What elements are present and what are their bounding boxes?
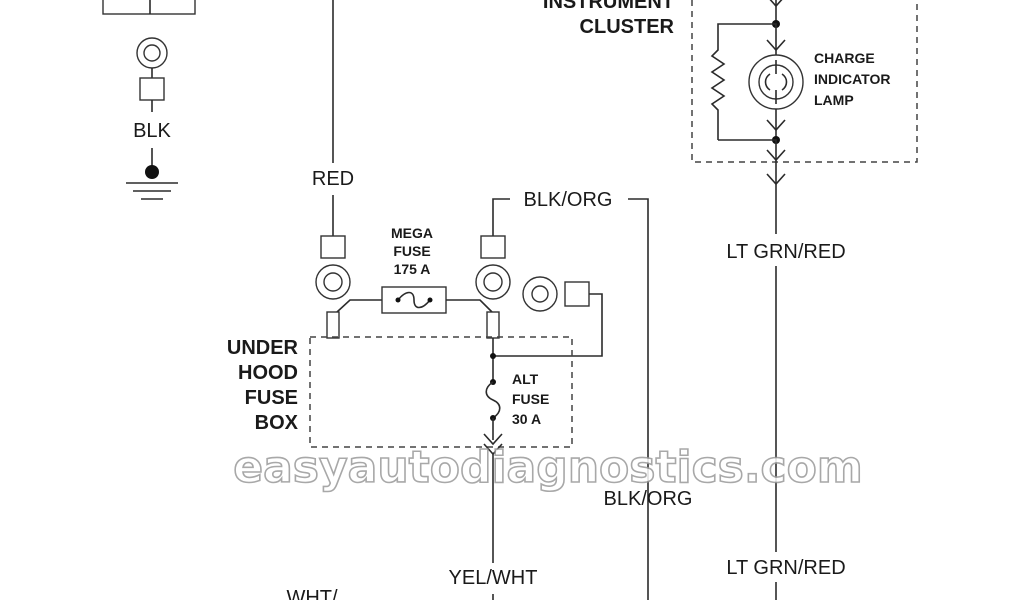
- label-alt-rating: 30 A: [512, 411, 541, 427]
- ring-terminal-side: [493, 276, 603, 357]
- ground-symbol: [126, 148, 178, 200]
- label-alt-fuse: FUSE: [512, 391, 549, 407]
- charge-indicator-circuit: [710, 0, 804, 600]
- ground-ring-terminal: [136, 37, 168, 112]
- ring-terminal-left: [315, 235, 351, 300]
- label-fuse-box-fuse: FUSE: [245, 387, 298, 409]
- label-lt-grn-red-bottom: LT GRN/RED: [726, 557, 845, 579]
- label-lt-grn-red-top: LT GRN/RED: [726, 241, 845, 263]
- mega-fuse: [326, 286, 500, 339]
- label-blk-org-top: BLK/ORG: [524, 189, 613, 211]
- label-mega-fuse: FUSE: [393, 243, 430, 259]
- label-under: UNDER: [227, 337, 299, 359]
- label-mega: MEGA: [391, 225, 433, 241]
- alt-fuse: [483, 338, 503, 563]
- label-hood: HOOD: [238, 362, 298, 384]
- label-indicator: INDICATOR: [814, 71, 890, 87]
- label-blk: BLK: [133, 120, 171, 142]
- label-alt: ALT: [512, 371, 539, 387]
- label-box: BOX: [255, 412, 299, 434]
- label-mega-rating: 175 A: [394, 261, 431, 277]
- blk-org-upper-wire: [492, 198, 649, 600]
- label-blk-org-bottom: BLK/ORG: [604, 488, 693, 510]
- watermark-text: easyautodiagnostics.com: [233, 442, 862, 493]
- label-yel-wht: YEL/WHT: [449, 567, 538, 589]
- label-red: RED: [312, 168, 354, 190]
- top-left-connector: [102, 0, 196, 15]
- label-wht: WHT/: [286, 587, 338, 600]
- ring-terminal-right: [475, 235, 511, 300]
- label-cluster: CLUSTER: [580, 16, 675, 38]
- label-charge: CHARGE: [814, 50, 875, 66]
- label-lamp: LAMP: [814, 92, 854, 108]
- label-instrument: INSTRUMENT: [543, 0, 674, 13]
- instrument-cluster-outline: [691, 0, 918, 163]
